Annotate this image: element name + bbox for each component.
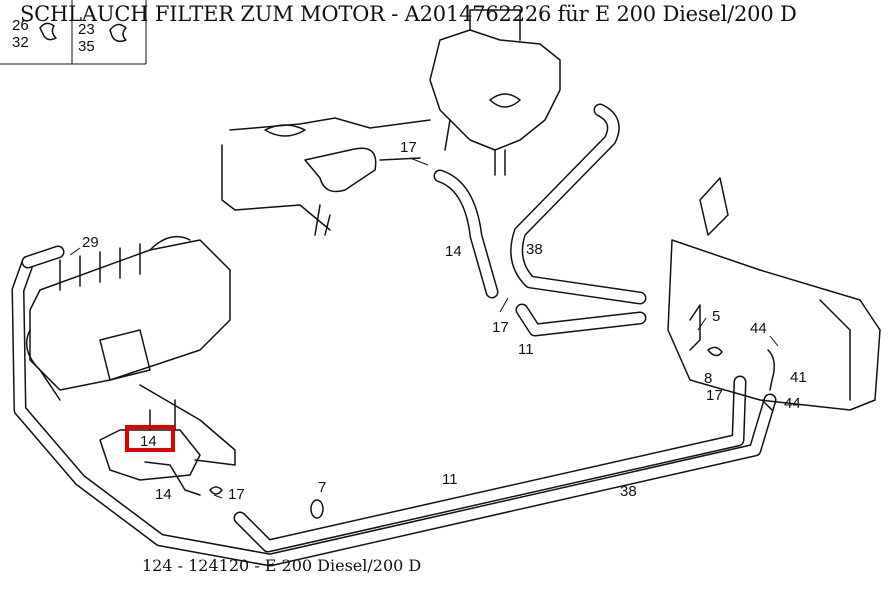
- leader-lines: [69, 157, 779, 499]
- fuel-tank: [667, 177, 881, 411]
- legend-box: [0, 0, 147, 65]
- callout-17[interactable]: 17: [492, 319, 509, 336]
- callout-17[interactable]: 17: [706, 387, 723, 404]
- fuel-filter-assembly: [429, 9, 561, 176]
- legend-number: 32: [12, 34, 29, 51]
- callout-14-highlighted[interactable]: 14: [140, 433, 157, 450]
- upper-hoses: [433, 103, 647, 337]
- lower-filter: [99, 429, 223, 496]
- main-fuel-lines: [11, 245, 777, 567]
- callout-38[interactable]: 38: [620, 483, 637, 500]
- callout-11[interactable]: 11: [518, 341, 534, 358]
- clip-icon: [310, 499, 324, 519]
- callout-8[interactable]: 8: [704, 370, 713, 387]
- legend-number: 35: [78, 38, 95, 55]
- legend-number: 23: [78, 21, 95, 38]
- clamp-icon: [109, 23, 127, 43]
- callout-44[interactable]: 44: [784, 395, 801, 412]
- callout-17[interactable]: 17: [228, 486, 245, 503]
- callout-14[interactable]: 14: [445, 243, 462, 260]
- callout-44[interactable]: 44: [750, 320, 767, 337]
- engine-block: [221, 117, 431, 236]
- callout-7[interactable]: 7: [318, 479, 327, 496]
- callout-41[interactable]: 41: [790, 369, 807, 386]
- selected-part-highlight[interactable]: [125, 425, 175, 452]
- callout-5[interactable]: 5: [712, 308, 721, 325]
- clamp-icon: [39, 22, 57, 41]
- page-title: SCHLAUCH FILTER ZUM MOTOR - A2014762226 …: [20, 2, 797, 26]
- legend-number: 26: [12, 17, 29, 34]
- callout-17[interactable]: 17: [400, 139, 417, 156]
- callout-14[interactable]: 14: [155, 486, 172, 503]
- callout-29[interactable]: 29: [82, 234, 99, 251]
- callout-11[interactable]: 11: [442, 471, 458, 488]
- model-footer: 124 - 124120 - E 200 Diesel/200 D: [142, 556, 422, 575]
- callout-38[interactable]: 38: [526, 241, 543, 258]
